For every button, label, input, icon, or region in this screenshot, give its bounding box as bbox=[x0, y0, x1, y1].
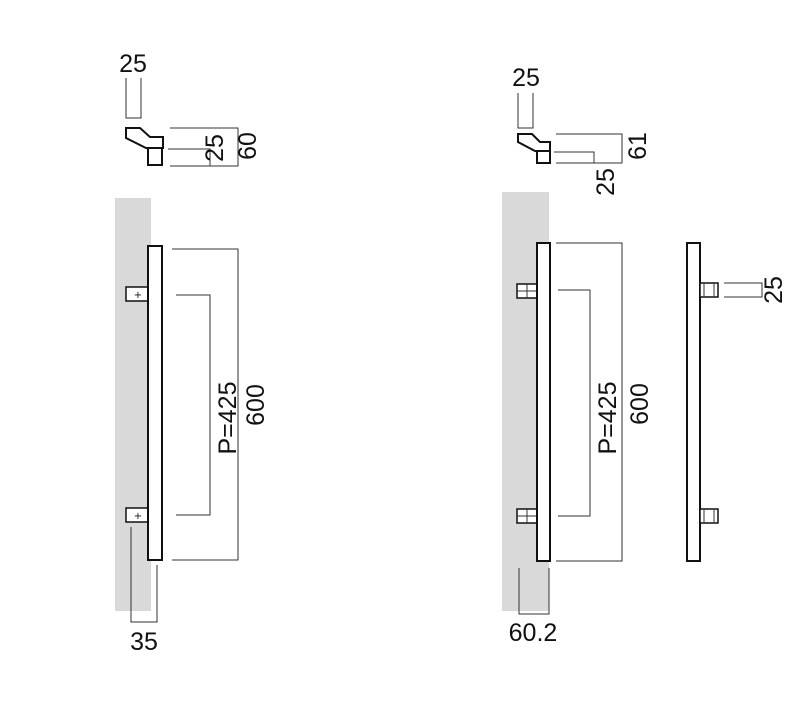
drawing-a-top-profile: 25 25 60 bbox=[119, 50, 262, 167]
side-view-post-size-label: 25 bbox=[760, 276, 788, 304]
side-view-post-top bbox=[699, 282, 719, 298]
drawing-a-top-width-label: 25 bbox=[119, 50, 147, 78]
drawing-a-wall bbox=[115, 198, 151, 611]
svg-text:+: + bbox=[134, 511, 142, 522]
drawing-b-length-label: 600 bbox=[626, 383, 654, 425]
drawing-b-handle-bar bbox=[536, 242, 551, 562]
drawing-a-top-post-label: 25 bbox=[201, 134, 229, 162]
side-view: 25 bbox=[686, 242, 788, 562]
drawing-b-top-width-label: 25 bbox=[512, 64, 540, 92]
drawing-b-top-height-label: 61 bbox=[624, 132, 652, 160]
drawing-a: 25 25 60 + + P=425 600 35 bbox=[115, 50, 270, 656]
side-view-post-bottom bbox=[699, 508, 719, 524]
drawing-a-handle-bar bbox=[147, 245, 163, 561]
drawing-b: 25 25 61 P=425 600 60.2 bbox=[502, 64, 654, 647]
side-view-handle-bar bbox=[686, 242, 701, 562]
drawing-a-pitch-label: P=425 bbox=[214, 382, 242, 455]
drawing-b-projection-label: 60.2 bbox=[509, 619, 558, 647]
svg-text:+: + bbox=[134, 290, 142, 301]
drawing-a-length-label: 600 bbox=[242, 384, 270, 426]
drawing-b-pitch-label: P=425 bbox=[594, 382, 622, 455]
drawing-a-top-height-label: 60 bbox=[234, 132, 262, 160]
drawing-b-top-profile: 25 25 61 bbox=[512, 64, 652, 196]
drawing-b-top-post-label: 25 bbox=[592, 168, 620, 196]
drawing-a-projection-label: 35 bbox=[130, 628, 158, 656]
